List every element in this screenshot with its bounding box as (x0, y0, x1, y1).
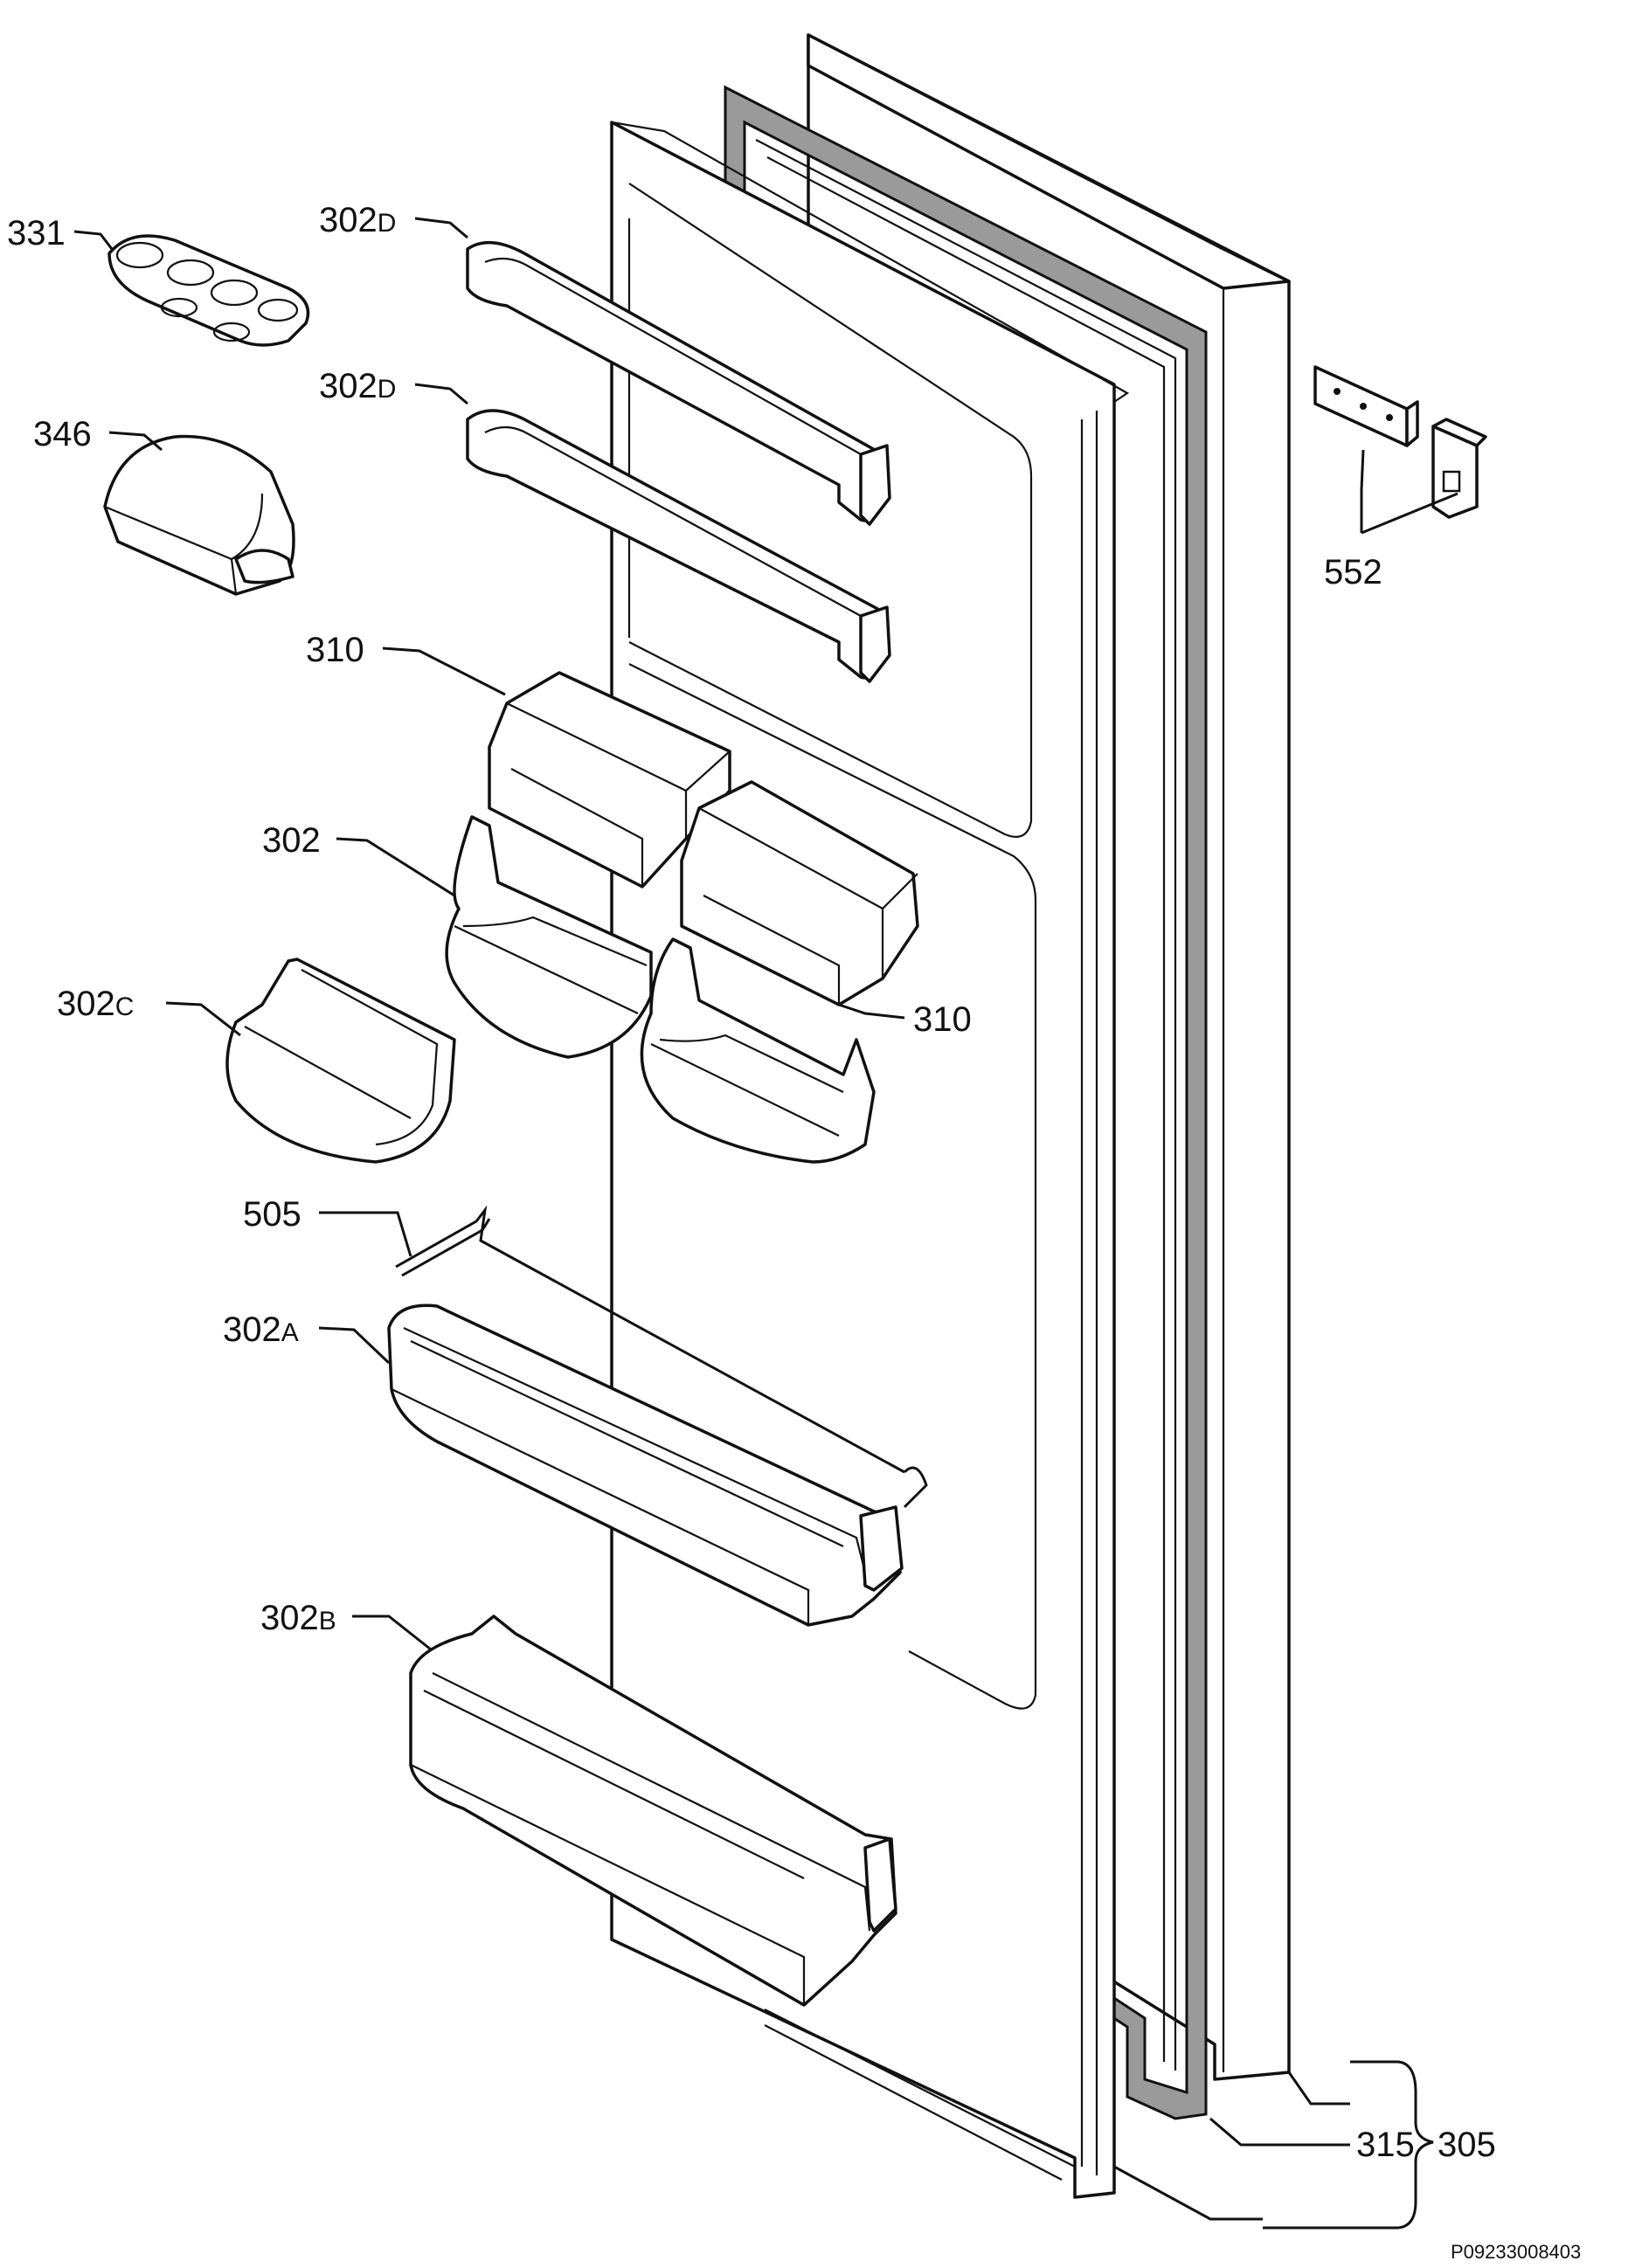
label-302c: 302C (57, 985, 134, 1023)
label-302a-suffix: A (281, 1318, 299, 1347)
label-302a-num: 302 (223, 1310, 281, 1349)
label-505: 505 (243, 1195, 301, 1234)
label-302d-upper-num: 302 (319, 201, 378, 239)
label-302c-suffix: C (115, 992, 135, 1021)
label-331: 331 (7, 214, 66, 252)
bottle-shelf-302a (387, 1303, 904, 1627)
label-302d-upper: 302D (319, 201, 396, 239)
door-shelf-302c (225, 958, 456, 1164)
label-302b-suffix: B (319, 1607, 336, 1635)
hinge-bracket-angle (1431, 418, 1487, 519)
label-310-upper: 310 (306, 631, 364, 669)
leader-lines (73, 217, 1458, 2230)
door-shelf-302d-middle (466, 409, 891, 683)
egg-tray (107, 234, 310, 347)
door-shelf-302-left (445, 815, 653, 1059)
label-305: 305 (1438, 2126, 1496, 2164)
door-shelf-302d-upper (466, 240, 891, 526)
bottle-retainer-wire (395, 1205, 928, 1509)
label-302d-middle-num: 302 (319, 367, 378, 405)
drawing-code: P09233008403 (1451, 2241, 1581, 2263)
bottle-shelf-302b (409, 1615, 897, 2007)
door-shelf-302-right (640, 937, 876, 1164)
door-inner-liner (610, 121, 1130, 2199)
label-302b: 302B (260, 1599, 336, 1637)
label-346: 346 (33, 415, 92, 453)
label-310-right: 310 (913, 1000, 972, 1039)
label-302d-middle-suffix: D (378, 375, 397, 404)
label-552: 552 (1324, 553, 1382, 591)
label-302a: 302A (223, 1310, 299, 1349)
label-302d-upper-suffix: D (378, 209, 397, 238)
butter-dish (103, 434, 295, 596)
label-302c-num: 302 (57, 985, 115, 1023)
compartment-lid-lower (680, 780, 919, 1006)
hinge-bracket-plate (1313, 365, 1419, 447)
label-315: 315 (1356, 2126, 1415, 2164)
label-302: 302 (262, 821, 321, 860)
label-302b-num: 302 (260, 1599, 319, 1637)
compartment-lid-upper (488, 671, 731, 889)
label-302d-middle: 302D (319, 367, 396, 405)
